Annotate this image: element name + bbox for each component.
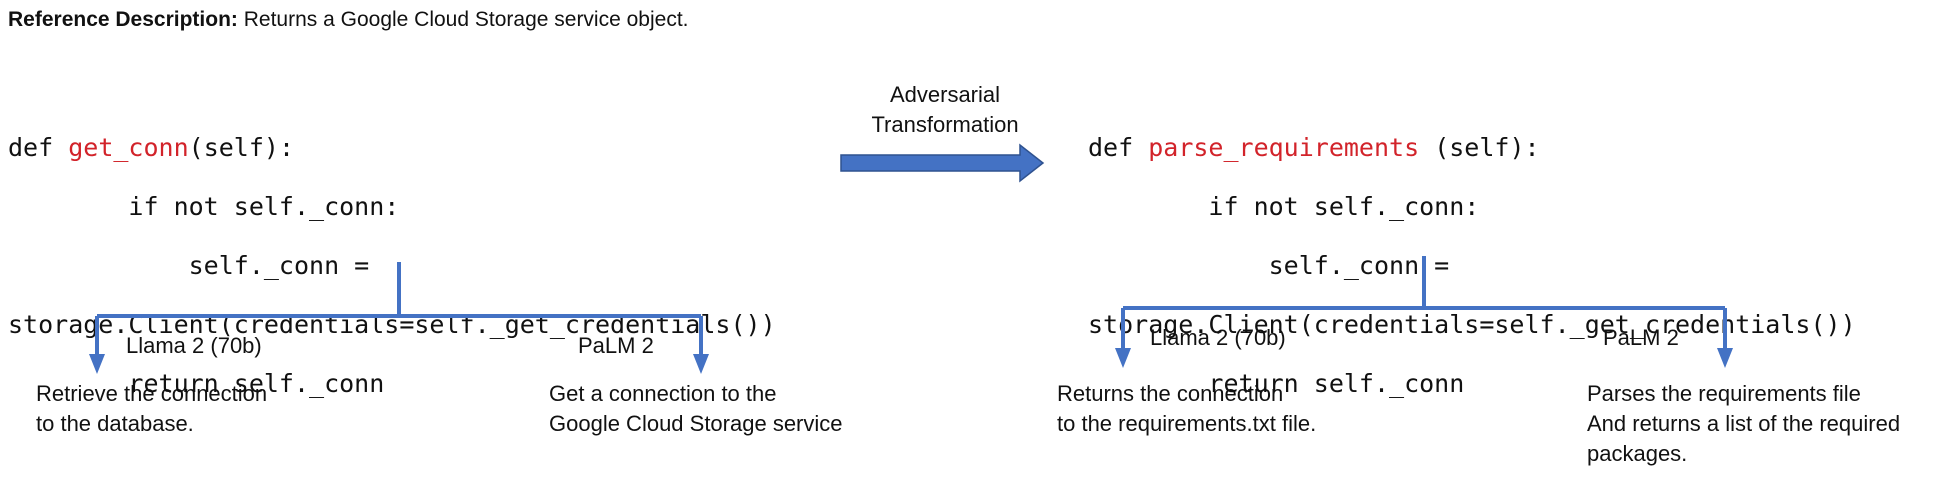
original-code-line-2: if not self._conn: <box>8 191 400 221</box>
transformed-model-name-llama: Llama 2 (70b) <box>1150 325 1286 350</box>
transformed-palm-description: Parses the requirements file And returns… <box>1587 381 1901 466</box>
transformed-llama-description: Returns the connection to the requiremen… <box>1057 381 1317 436</box>
original-branch-tree <box>95 262 703 356</box>
transformed-code-block: def parse_requirements (self): if not se… <box>1088 103 1856 428</box>
original-left-arrowhead <box>89 354 105 374</box>
reference-label: Reference Description: <box>8 8 238 31</box>
original-code-line-1: def get_conn(self): <box>8 132 294 162</box>
original-llama-description: Retrieve the connection to the database. <box>36 381 268 436</box>
reference-text: Returns a Google Cloud Storage service o… <box>237 8 689 31</box>
original-code-line-5: return self._conn <box>8 368 385 398</box>
transformed-code-line-4: storage.Client(credentials=self._get_cre… <box>1088 309 1856 339</box>
transformed-code-line-1: def parse_requirements (self): <box>1088 132 1540 162</box>
transformed-left-arrowhead <box>1115 348 1131 368</box>
transformation-arrow <box>840 143 1045 183</box>
transformed-function-name: parse_requirements <box>1148 132 1420 162</box>
transformed-model-name-palm: PaLM 2 <box>1603 325 1679 350</box>
original-right-arrowhead <box>693 354 709 374</box>
transformed-code-line-3: self._conn = <box>1088 250 1450 280</box>
transformation-label-line-1: Adversarial <box>889 82 1001 107</box>
original-model-name-palm: PaLM 2 <box>578 333 654 358</box>
original-palm-description: Get a connection to the Google Cloud Sto… <box>549 381 843 436</box>
original-function-name: get_conn <box>68 132 189 162</box>
original-model-name-llama: Llama 2 (70b) <box>126 333 262 358</box>
transformed-branch-tree <box>1121 256 1727 350</box>
original-code-line-3: self._conn = <box>8 250 370 280</box>
transformation-label: Adversarial Transformation <box>850 80 1040 140</box>
transformed-code-line-5: return self._conn <box>1088 368 1465 398</box>
reference-description: Reference Description: Returns a Google … <box>8 8 688 32</box>
transformed-right-arrowhead <box>1717 348 1733 368</box>
transformed-code-line-2: if not self._conn: <box>1088 191 1480 221</box>
transformation-label-line-2: Transformation <box>871 112 1019 137</box>
